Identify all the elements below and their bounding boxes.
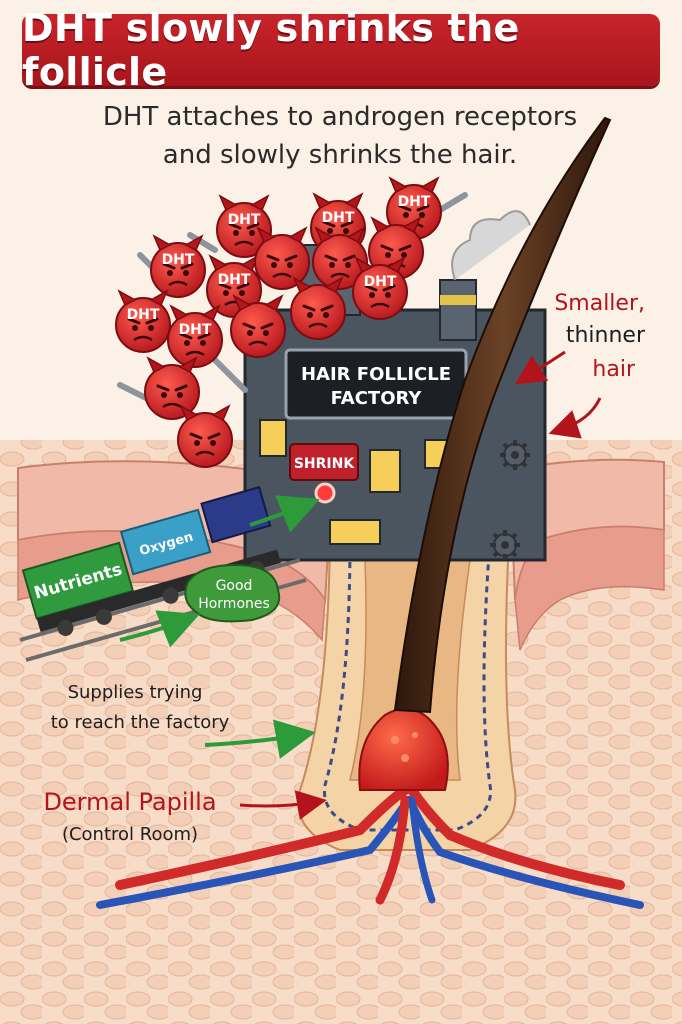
dht-molecule: DHT	[205, 254, 263, 319]
hormones-label-line2: Hormones	[198, 596, 270, 612]
dht-label: DHT	[364, 274, 397, 290]
gear-icon-1	[498, 438, 532, 472]
shrink-button-label: SHRINK	[294, 456, 356, 472]
smoke	[451, 210, 531, 281]
dht-label: DHT	[228, 212, 261, 228]
dht-molecule	[143, 356, 201, 421]
dht-label: DHT	[218, 272, 251, 288]
dht-molecule: DHT	[215, 194, 273, 259]
arrow-smaller-hair	[514, 350, 566, 385]
arrow-thinner-hair	[548, 397, 602, 439]
gear-icon-2	[488, 528, 522, 562]
dermal-papilla	[358, 707, 449, 791]
dht-molecule	[229, 294, 287, 359]
shrink-panel	[289, 443, 359, 481]
dht-label: DHT	[398, 194, 431, 210]
vein-down	[408, 796, 436, 904]
shrink-light	[314, 482, 336, 504]
dht-molecule: DHT	[149, 234, 207, 299]
vein-right	[406, 796, 644, 909]
factory-windows	[259, 419, 448, 545]
train-car-oxygen	[119, 508, 212, 576]
dht-molecule: DHT	[114, 289, 172, 354]
factory-sign-line1: HAIR FOLLICLE	[301, 364, 451, 385]
train-engine	[200, 485, 272, 544]
vein-left	[96, 796, 412, 909]
dht-label: DHT	[322, 210, 355, 226]
blood-vessels	[96, 785, 644, 909]
dht-molecule: DHT	[309, 192, 367, 257]
hair-shaft	[393, 116, 612, 714]
artery-right	[407, 785, 625, 890]
hormones-label-line1: Good	[216, 578, 253, 594]
page-title: DHT slowly shrinks the follicle	[22, 6, 520, 94]
dht-label: DHT	[162, 252, 195, 268]
dht-molecule: DHT	[166, 304, 224, 369]
arrow-supplies	[204, 719, 316, 759]
annotation-supplies-line2: to reach the factory	[51, 712, 230, 733]
good-hormones-blob: Good Hormones	[184, 563, 281, 623]
dht-label: DHT	[127, 307, 160, 323]
dht-cluster: DHT DHT DHT DHT DHT DHT DHT DHT	[114, 176, 443, 469]
dht-molecule: DHT	[351, 256, 409, 321]
arrow-papilla	[239, 790, 327, 820]
annotation-thinner: thinner	[566, 323, 646, 348]
artery-left	[115, 785, 410, 890]
arrow-train-to-factory	[249, 495, 320, 533]
subtitle: DHT attaches to androgen receptors and s…	[60, 98, 620, 174]
dht-molecule: DHT	[385, 176, 443, 241]
dht-molecule	[253, 226, 311, 291]
annotation-papilla-title: Dermal Papilla	[43, 788, 216, 816]
annotation-supplies-line1: Supplies trying	[68, 682, 203, 703]
annotation-hair: hair	[592, 357, 636, 382]
vessel-down	[375, 795, 410, 905]
annotation-papilla-sub: (Control Room)	[62, 824, 198, 845]
title-banner: DHT slowly shrinks the follicle	[22, 6, 660, 94]
subtitle-line2: and slowly shrinks the hair.	[162, 140, 518, 170]
arrow-hormones	[119, 610, 200, 648]
dht-molecule	[289, 276, 347, 341]
factory-sign-line2: FACTORY	[331, 388, 423, 409]
annotation-smaller: Smaller,	[554, 291, 645, 316]
dht-molecule	[176, 404, 234, 469]
dht-label: DHT	[179, 322, 212, 338]
subtitle-line1: DHT attaches to androgen receptors	[102, 102, 578, 132]
